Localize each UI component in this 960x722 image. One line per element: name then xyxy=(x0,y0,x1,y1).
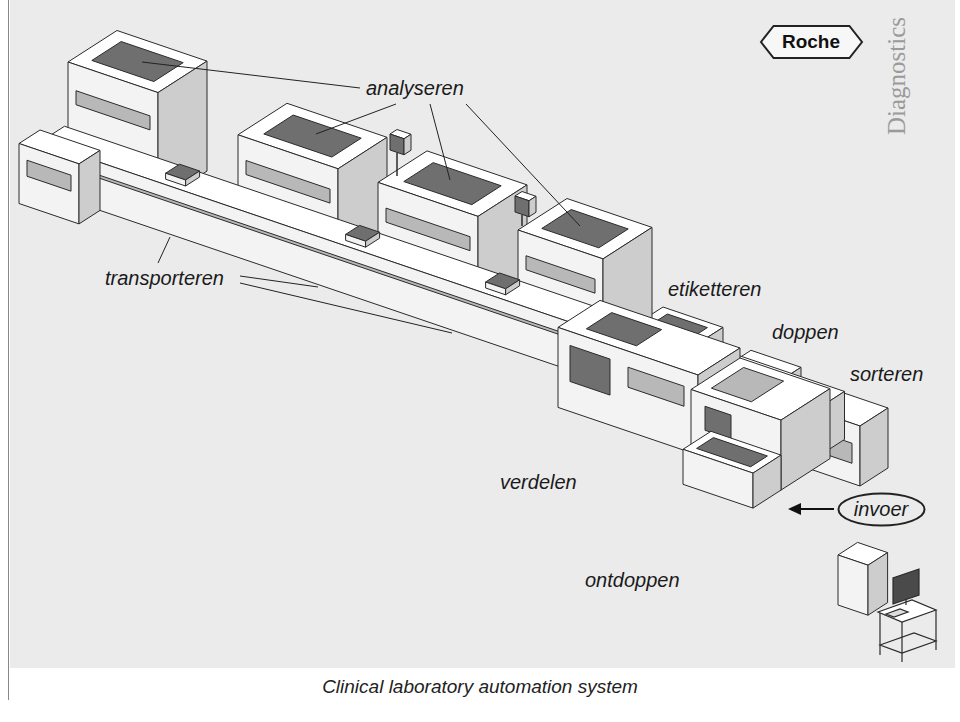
border-line xyxy=(8,0,9,700)
node-text-group: invoer xyxy=(854,498,908,521)
leader-line xyxy=(142,62,360,88)
track-slot xyxy=(346,225,380,247)
station-label: sorteren xyxy=(850,362,923,386)
workstation xyxy=(880,633,936,653)
monitor-pole xyxy=(521,215,523,226)
track-slot xyxy=(166,173,186,186)
station-label: doppen xyxy=(772,320,839,344)
logo-hexagon: Roche xyxy=(760,25,863,59)
node-text: Roche xyxy=(782,31,840,53)
monitor-symbol xyxy=(515,196,529,217)
track-module xyxy=(19,130,100,224)
station-label: ontdoppen xyxy=(585,568,680,592)
input-tray xyxy=(683,449,753,508)
track-slot xyxy=(486,282,506,295)
track-module xyxy=(19,144,79,224)
leader-line xyxy=(430,104,450,180)
figure-caption: Clinical laboratory automation system xyxy=(0,676,960,699)
monitor-pole xyxy=(396,153,398,176)
track-slot xyxy=(186,171,200,186)
workstation xyxy=(879,613,880,655)
track-module xyxy=(79,150,100,224)
workstation xyxy=(878,600,936,622)
workstation xyxy=(878,569,936,662)
input-ellipse: invoer xyxy=(837,492,926,527)
workstation xyxy=(935,610,936,650)
brand-watermark: Diagnostics xyxy=(882,17,912,135)
input-arrow xyxy=(788,503,834,515)
monitor-symbol xyxy=(390,130,411,155)
track-slot xyxy=(506,280,520,295)
background-panel xyxy=(10,0,955,668)
station-label: verdelen xyxy=(500,470,577,494)
monitor-symbol xyxy=(404,134,411,155)
aliquoter-unit xyxy=(628,367,684,406)
node-text: invoer xyxy=(854,498,908,521)
input-tray xyxy=(683,431,781,508)
leader-line xyxy=(316,104,396,134)
track-slot xyxy=(166,164,200,186)
workstation xyxy=(901,622,902,662)
track-module xyxy=(27,160,71,191)
control-cabinet xyxy=(838,555,868,615)
station-label: analyseren xyxy=(366,76,464,100)
analyzer-unit xyxy=(76,91,150,130)
track-slot xyxy=(486,273,520,295)
input-arrow xyxy=(788,503,801,515)
node-text-group: Roche xyxy=(782,31,840,53)
input-arrow xyxy=(800,508,834,510)
monitor-symbol xyxy=(515,192,536,217)
aliquoter-unit xyxy=(558,327,698,455)
hexagon-outline xyxy=(761,26,862,58)
track-slot xyxy=(366,232,380,247)
decapper-unit xyxy=(711,367,783,401)
station-label: transporteren xyxy=(105,266,224,290)
input-tray xyxy=(753,455,781,508)
control-cabinet xyxy=(868,553,888,616)
capper-sorter-unit xyxy=(860,408,888,486)
leader-line xyxy=(142,62,580,333)
station-label: etiketteren xyxy=(668,277,761,301)
leader-line xyxy=(240,283,452,333)
track-slot xyxy=(346,234,366,247)
workstation xyxy=(893,569,919,604)
monitor-symbol xyxy=(529,196,536,217)
decapper-unit xyxy=(781,389,830,491)
leader-line xyxy=(158,237,170,263)
monitor-symbol xyxy=(390,134,404,155)
control-cabinet xyxy=(838,542,888,615)
workstation xyxy=(886,609,908,617)
ellipse-outline xyxy=(838,493,924,525)
leader-line xyxy=(466,104,580,226)
aliquoter-unit xyxy=(570,345,610,395)
